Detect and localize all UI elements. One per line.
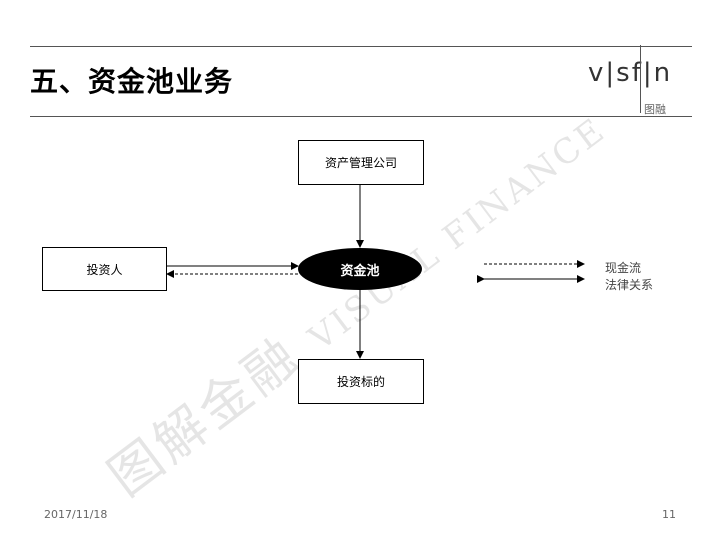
top-rule (30, 46, 692, 47)
header-rule (30, 116, 692, 117)
logo-mark: v|sf|n (588, 58, 673, 88)
vsfn-logo: v|sf|n 图融 (588, 45, 692, 117)
node-fund-pool: 资金池 (298, 248, 422, 290)
page-number: 11 (662, 508, 676, 521)
legend-legal-label: 法律关系 (605, 278, 654, 292)
node-investor: 投资人 (42, 247, 167, 291)
legend-cashflow-label: 现金流 (605, 261, 642, 275)
node-investment-target: 投资标的 (298, 359, 424, 404)
node-asset-management: 资产管理公司 (298, 140, 424, 185)
logo-subtitle: 图融 (644, 103, 666, 116)
footer-date: 2017/11/18 (44, 508, 108, 521)
logo-divider (640, 45, 641, 113)
slide-title: 五、资金池业务 (30, 65, 234, 98)
